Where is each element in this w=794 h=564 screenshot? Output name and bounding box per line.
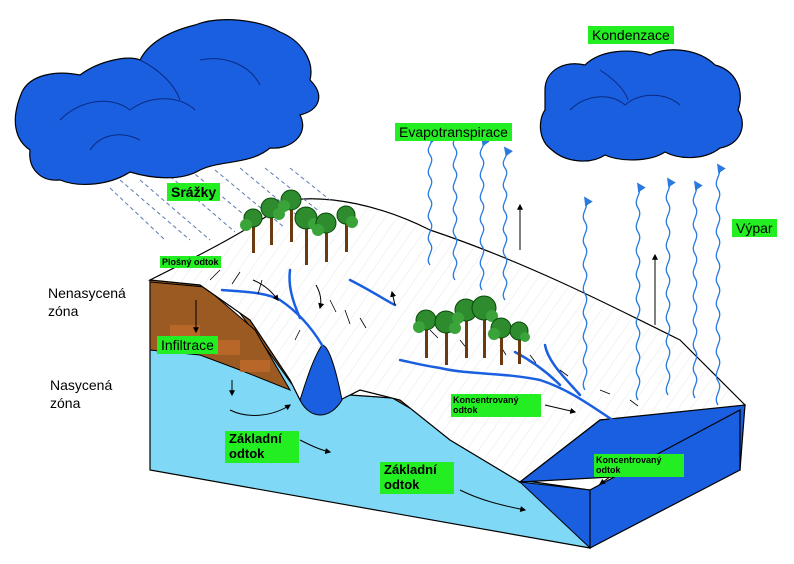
- flow-arrows: [193, 203, 658, 513]
- tree-icon: [471, 295, 498, 358]
- surface-flow-marks: [209, 269, 639, 407]
- tree-icon: [509, 321, 530, 364]
- sea-side: [589, 409, 741, 549]
- streams: [220, 268, 622, 427]
- tree-icon: [488, 317, 512, 365]
- tree-icon: [452, 298, 478, 358]
- river-channel: [299, 344, 343, 416]
- label-infiltrace: Infiltrace: [157, 336, 218, 355]
- label-nasycena-zona: Nasycená zóna: [50, 377, 113, 411]
- label-srazky: Srážky: [167, 183, 221, 202]
- tree-icon: [278, 189, 302, 242]
- tree-cluster-middle: [413, 295, 530, 365]
- vapor-arrow-icon: [427, 128, 514, 301]
- label-koncentrovany-odtok-2: Koncentrovaný odtok: [594, 454, 684, 477]
- label-koncentrovany-odtok-1: Koncentrovaný odtok: [451, 394, 541, 417]
- cloud-icon: [14, 19, 320, 185]
- label-zakladni-odtok-2: Základní odtok: [380, 462, 454, 494]
- label-zakladni-odtok-1: Základní odtok: [225, 431, 299, 463]
- tree-icon: [434, 310, 461, 365]
- tree-icon: [240, 208, 263, 253]
- vapor-arrow-icon: [582, 163, 726, 406]
- label-evapotranspirace: Evapotranspirace: [395, 123, 512, 142]
- tree-icon: [336, 205, 358, 252]
- label-kondenzace: Kondenzace: [588, 26, 674, 45]
- label-plosny-odtok: Plošný odtok: [160, 256, 221, 269]
- tree-icon: [312, 212, 337, 262]
- label-vypar: Výpar: [732, 219, 777, 238]
- cloud-icon: [539, 49, 743, 162]
- tree-cluster-top: [240, 189, 358, 265]
- label-nenasycena-zona: Nenasycená zóna: [48, 285, 126, 319]
